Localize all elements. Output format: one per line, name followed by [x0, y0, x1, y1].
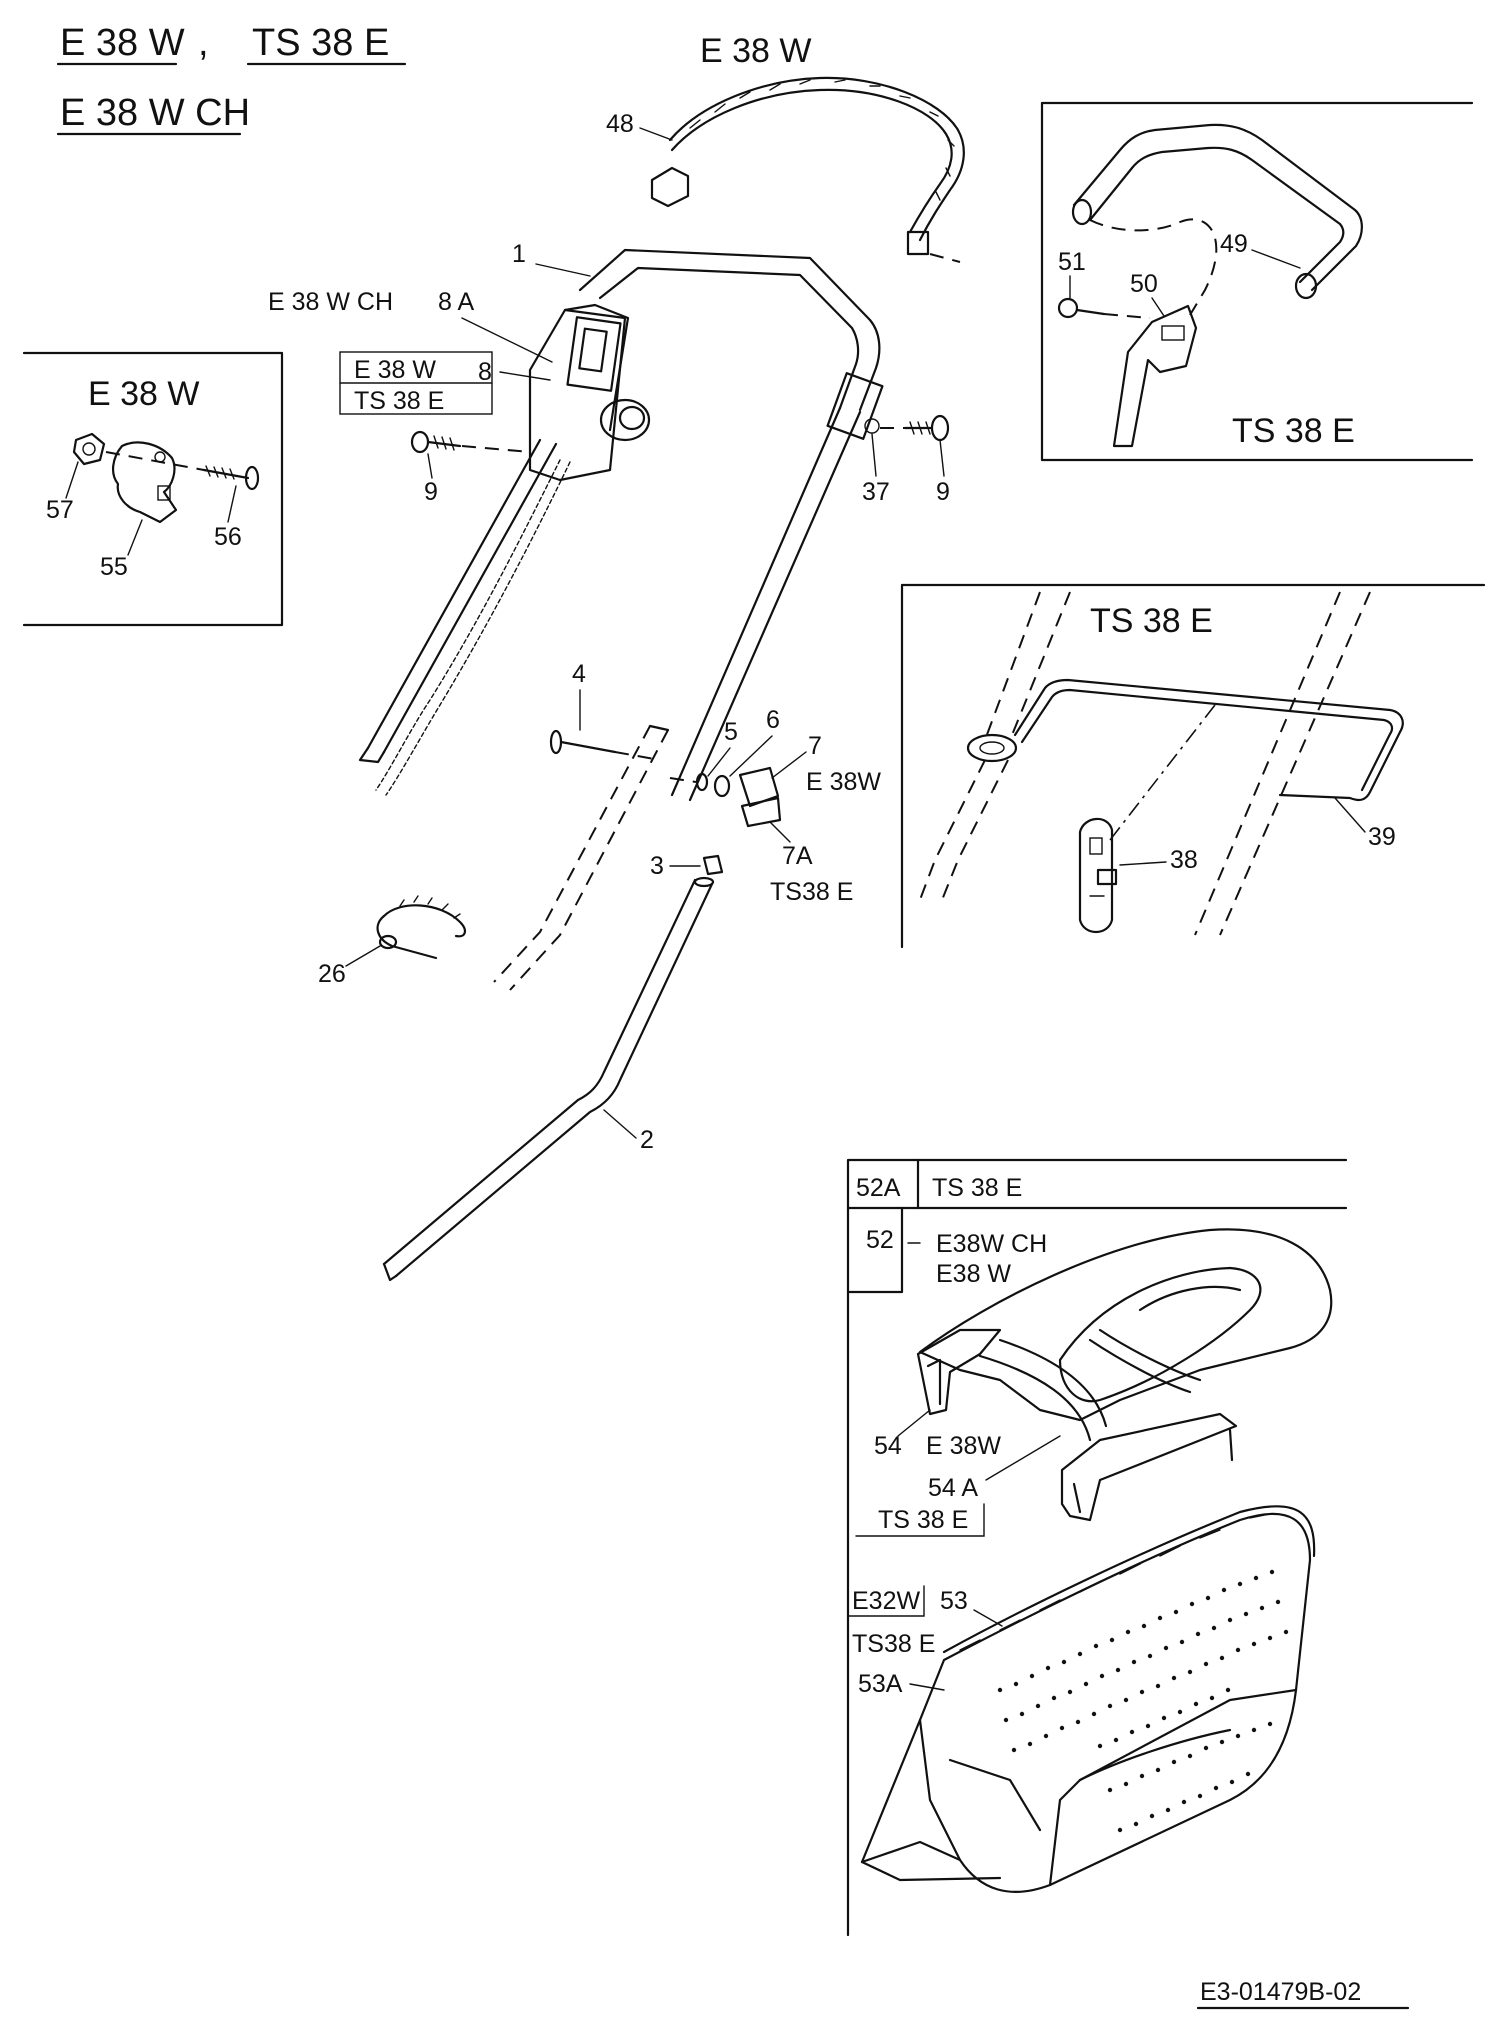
label-8: 8	[478, 358, 492, 386]
label-54a-model: TS 38 E	[878, 1506, 968, 1534]
label-9-left: 9	[424, 478, 438, 506]
label-8a-model: E 38 W CH	[268, 288, 393, 316]
header-separator: ,	[198, 22, 209, 64]
main-handle-assembly: E 38 W 48 1 37 9 E 38 W CH	[268, 32, 965, 1282]
label-8a: 8 A	[438, 288, 474, 316]
label-8-model-2: TS 38 E	[354, 387, 444, 415]
label-9-right: 9	[936, 478, 950, 506]
inset-ts38e-bail: 51 50 49 TS 38 E	[1040, 101, 1474, 462]
label-49: 49	[1220, 230, 1248, 258]
label-7a-model: TS38 E	[770, 878, 853, 906]
label-7: 7	[808, 732, 822, 760]
header-model-ts38e: TS 38 E	[252, 22, 389, 64]
label-54-model: E 38W	[926, 1432, 1001, 1460]
header-model-e38wch: E 38 W CH	[60, 92, 250, 134]
label-1: 1	[512, 240, 526, 268]
label-3: 3	[650, 852, 664, 880]
label-55: 55	[100, 553, 128, 581]
label-57: 57	[46, 496, 74, 524]
label-38: 38	[1170, 846, 1198, 874]
label-54a: 54 A	[928, 1474, 978, 1502]
label-7-model: E 38W	[806, 768, 881, 796]
label-26: 26	[318, 960, 346, 988]
inset-ts38e-mid-model: TS 38 E	[1090, 602, 1213, 640]
label-53a: 53A	[858, 1670, 903, 1698]
label-4: 4	[572, 660, 586, 688]
row-52-model-1: E38W CH	[936, 1230, 1047, 1258]
label-2: 2	[640, 1126, 654, 1154]
row-52-model-2: E38 W	[936, 1260, 1011, 1288]
label-37: 37	[862, 478, 890, 506]
label-8-model-1: E 38 W	[354, 356, 436, 384]
label-56: 56	[214, 523, 242, 551]
inset-ts38e-linkage: TS 38 E 38 39	[900, 583, 1486, 949]
label-54: 54	[874, 1432, 902, 1460]
row-52a-model: TS 38 E	[932, 1174, 1022, 1202]
label-6: 6	[766, 706, 780, 734]
row-52-part: 52	[866, 1226, 894, 1254]
cable-model-label: E 38 W	[700, 32, 811, 70]
label-39: 39	[1368, 823, 1396, 851]
label-53-model: E32W	[852, 1587, 920, 1615]
label-51: 51	[1058, 248, 1086, 276]
label-53a-model: TS38 E	[852, 1630, 935, 1658]
inset-ts38e-top-model: TS 38 E	[1232, 412, 1355, 450]
label-48: 48	[606, 110, 634, 138]
label-7a: 7A	[782, 842, 813, 870]
label-50: 50	[1130, 270, 1158, 298]
label-53: 53	[940, 1587, 968, 1615]
label-5: 5	[724, 718, 738, 746]
grassbag-section: 52A TS 38 E 52 E38W CH E38 W 54 E 38W 54…	[846, 1158, 1348, 1937]
inset-e38w-title: E 38 W	[88, 375, 199, 413]
header-model-e38w: E 38 W	[60, 22, 185, 64]
row-52a-part: 52A	[856, 1174, 901, 1202]
drawing-number: E3-01479B-02	[1200, 1978, 1361, 2006]
inset-e38w-clamp: E 38 W 57 55 56	[22, 351, 284, 627]
